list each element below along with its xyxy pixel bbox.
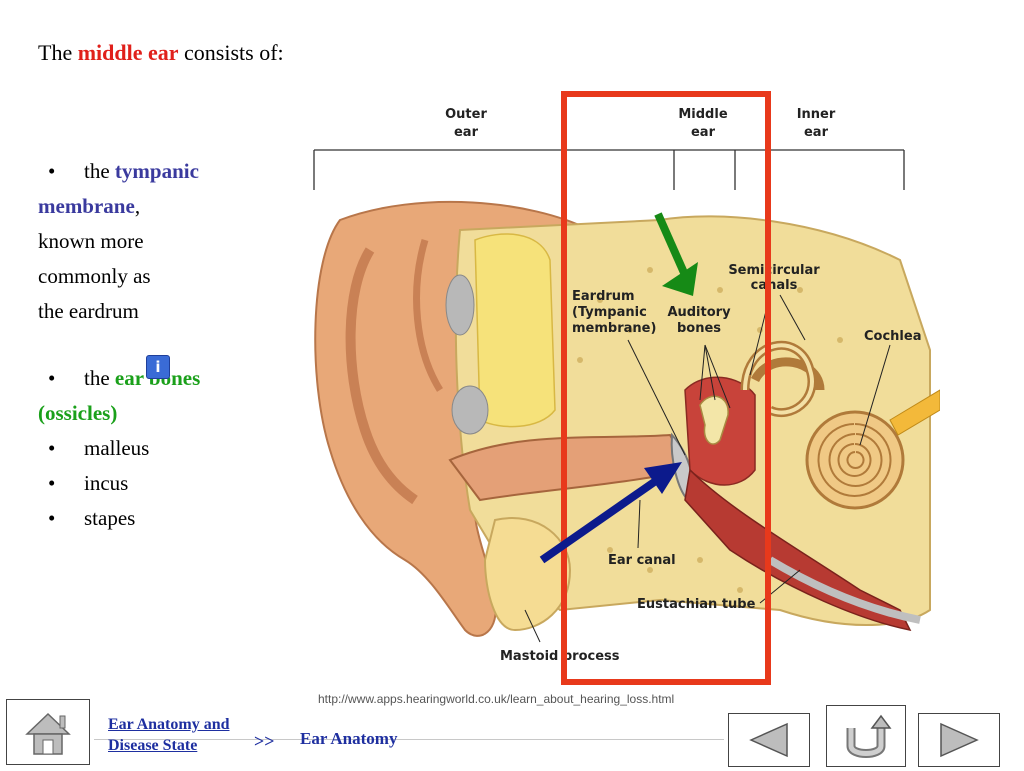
next-button[interactable] bbox=[918, 713, 1000, 767]
slide-title: The middle ear consists of: bbox=[38, 40, 284, 66]
source-url[interactable]: http://www.apps.hearingworld.co.uk/learn… bbox=[318, 692, 675, 706]
list-item: • stapes bbox=[38, 501, 278, 536]
term-ossicles: (ossicles) bbox=[38, 401, 118, 425]
u-turn-icon bbox=[846, 714, 892, 758]
line-commonly-as: commonly as bbox=[38, 264, 151, 288]
breadcrumb-line2: Disease State bbox=[108, 737, 198, 754]
bullet-dot: • bbox=[48, 366, 56, 390]
info-icon[interactable]: i bbox=[146, 355, 170, 379]
label-eardrum-2: (Tympanic bbox=[572, 305, 647, 320]
bullet-dot: • bbox=[48, 506, 56, 530]
label-semicircular-1: Semicircular bbox=[728, 263, 820, 278]
comma: , bbox=[134, 194, 141, 218]
label-middle-2: ear bbox=[691, 125, 716, 140]
bullet-dot: • bbox=[48, 436, 56, 460]
navy-arrow bbox=[539, 462, 682, 564]
line-the-eardrum: the eardrum bbox=[38, 299, 139, 323]
ossicles-list: • malleus • incus • stapes bbox=[38, 431, 278, 536]
label-auditory-2: bones bbox=[677, 321, 721, 336]
term-membrane: membrane bbox=[38, 194, 135, 218]
label-ear-canal: Ear canal bbox=[608, 553, 676, 568]
label-eardrum-1: Eardrum bbox=[572, 289, 635, 304]
bullet-dot: • bbox=[48, 159, 56, 183]
left-triangle-icon bbox=[749, 722, 788, 758]
auditory-nerve bbox=[889, 389, 940, 436]
cochlea-shape bbox=[805, 410, 905, 510]
label-inner-1: Inner bbox=[797, 107, 836, 122]
label-mastoid: Mastoid process bbox=[500, 649, 620, 664]
label-auditory-1: Auditory bbox=[667, 305, 731, 320]
middle-ear-highlight-box bbox=[561, 91, 771, 685]
previous-button[interactable] bbox=[728, 713, 810, 767]
label-outer-2: ear bbox=[454, 125, 479, 140]
ossicle-stapes: stapes bbox=[84, 506, 136, 530]
breadcrumb-separator: >> bbox=[254, 731, 275, 751]
region-bracket bbox=[313, 149, 905, 190]
cartilage-2 bbox=[451, 385, 489, 435]
ossicle-incus: incus bbox=[84, 471, 129, 495]
title-suffix: consists of: bbox=[184, 40, 284, 65]
list-item: • malleus bbox=[38, 431, 278, 466]
label-eustachian: Eustachian tube bbox=[637, 597, 756, 612]
eustachian-tube-shape bbox=[684, 468, 912, 632]
breadcrumb-current: Ear Anatomy bbox=[300, 729, 398, 748]
breadcrumb-line1: Ear Anatomy and bbox=[108, 716, 230, 733]
title-highlight: middle ear bbox=[77, 40, 179, 65]
list-item: • incus bbox=[38, 466, 278, 501]
right-triangle-icon bbox=[940, 722, 979, 758]
green-arrow bbox=[654, 212, 698, 296]
bullet-tympanic: • the tympanic membrane, known more commo… bbox=[38, 154, 278, 329]
ossicles-shape bbox=[699, 395, 729, 445]
line-known-more: known more bbox=[38, 229, 144, 253]
return-button[interactable] bbox=[826, 705, 906, 767]
cartilage-1 bbox=[445, 274, 475, 336]
label-outer-1: Outer bbox=[445, 107, 487, 122]
eustachian-lining bbox=[767, 556, 921, 624]
footer-divider bbox=[94, 739, 724, 740]
bullet-prefix: the bbox=[84, 366, 110, 390]
mastoid-shape bbox=[483, 517, 572, 632]
label-eardrum-3: membrane) bbox=[572, 321, 656, 336]
ossicle-malleus: malleus bbox=[84, 436, 150, 460]
label-cochlea: Cochlea bbox=[864, 329, 921, 344]
label-inner-2: ear bbox=[804, 125, 829, 140]
title-prefix: The bbox=[38, 40, 73, 65]
fat-tissue bbox=[474, 233, 556, 428]
bullet-prefix: the bbox=[84, 159, 110, 183]
term-tympanic: tympanic bbox=[114, 159, 199, 183]
breadcrumb-ear-anatomy-disease[interactable]: Ear Anatomy and Disease State bbox=[108, 714, 230, 756]
bullet-dot: • bbox=[48, 471, 56, 495]
home-button[interactable] bbox=[6, 699, 90, 765]
label-middle-1: Middle bbox=[678, 107, 727, 122]
label-semicircular-2: canals bbox=[751, 278, 798, 293]
home-icon bbox=[25, 712, 71, 755]
ear-anatomy-diagram: Outer ear Middle ear Inner ear bbox=[313, 91, 940, 685]
